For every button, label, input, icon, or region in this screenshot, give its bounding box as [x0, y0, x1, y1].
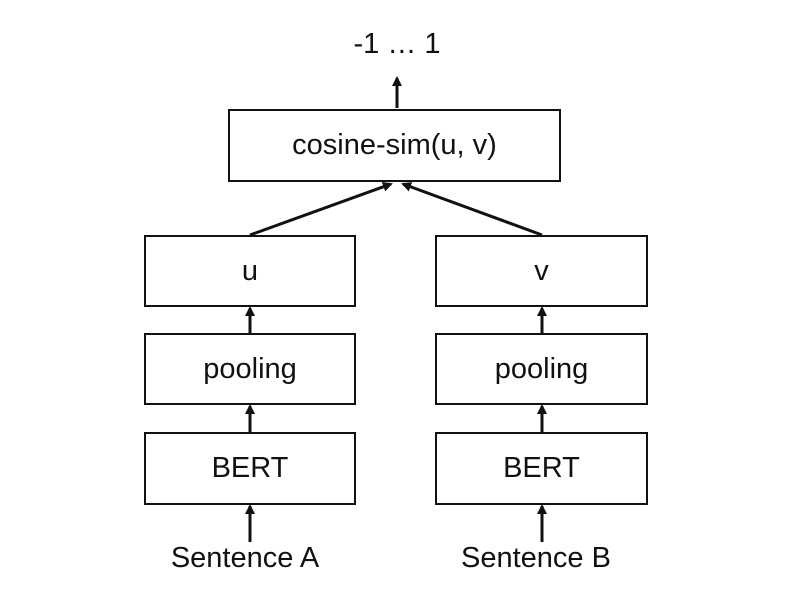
right-bert-label: BERT [503, 452, 580, 484]
right-pooling-box: pooling [435, 333, 648, 405]
cosine-similarity-label: cosine-sim(u, v) [292, 129, 497, 161]
right-pooling-label: pooling [494, 352, 589, 385]
sentence-b-label: Sentence B [461, 542, 611, 574]
output-range-label: -1 … 1 [353, 28, 441, 60]
left-pooling-box: pooling [144, 333, 356, 405]
right-embedding-box: v [435, 235, 648, 307]
left-bert-label: BERT [211, 452, 289, 484]
arrow-u-to-cosine [249, 182, 393, 237]
cosine-similarity-box: cosine-sim(u, v) [228, 109, 561, 182]
sentence-a-label: Sentence A [170, 542, 320, 574]
arrow-v-to-cosine [401, 182, 543, 237]
left-embedding-box: u [144, 235, 356, 307]
left-embedding-label: u [241, 254, 259, 287]
left-bert-box: BERT [144, 432, 356, 505]
right-bert-box: BERT [435, 432, 648, 505]
left-pooling-label: pooling [203, 352, 297, 385]
right-embedding-label: v [534, 254, 549, 287]
